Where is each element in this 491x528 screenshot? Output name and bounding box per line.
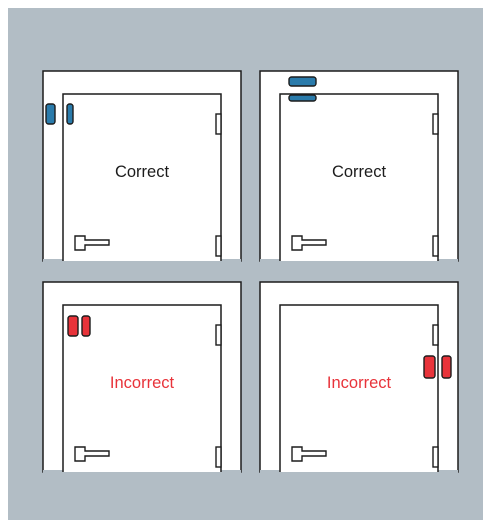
door-panel-incorrect-hinge-side: Incorrect [260, 282, 458, 474]
hinge-icon [216, 114, 221, 134]
hinge-icon [433, 236, 438, 256]
hinge-icon [216, 236, 221, 256]
door-status-label: Correct [332, 163, 387, 181]
door-status-label: Incorrect [110, 374, 175, 392]
hinge-icon [433, 325, 438, 345]
door-panel-correct-side: Correct [43, 71, 241, 263]
hinge-icon [433, 447, 438, 467]
door-status-label: Correct [115, 163, 170, 181]
door-panel-incorrect-door-face: Incorrect [43, 282, 241, 474]
door-status-label: Incorrect [327, 374, 392, 392]
door-panel-correct-top: Correct [260, 71, 458, 263]
hinge-icon [216, 447, 221, 467]
hinge-icon [433, 114, 438, 134]
hinge-icon [216, 325, 221, 345]
